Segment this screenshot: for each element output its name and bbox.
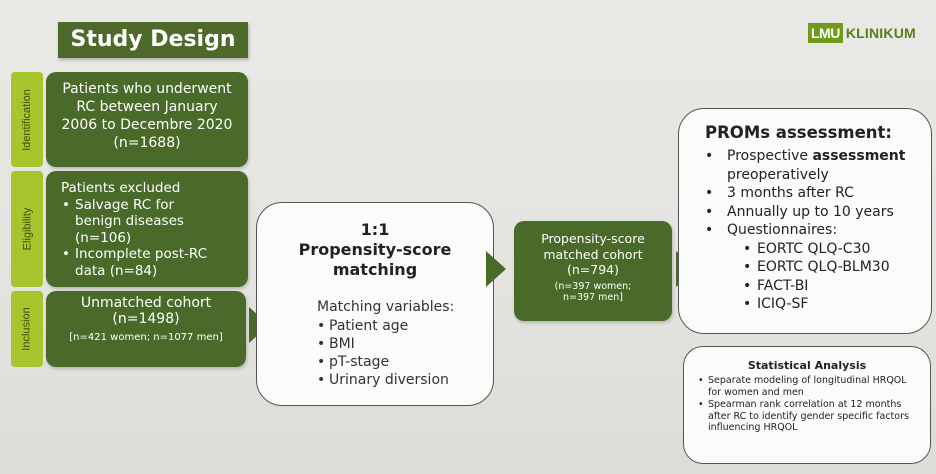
phase-label: Inclusion: [21, 307, 34, 351]
cohort-detail: [n=421 women; n=1077 men]: [69, 332, 223, 343]
list-item: EORTC QLQ-C30: [743, 240, 931, 259]
identification-box: Patients who underwent RC between Januar…: [46, 72, 248, 167]
list-item: Prospective assessment preoperatively: [705, 147, 931, 184]
list-item: BMI: [317, 335, 493, 353]
box-line: Patients who underwent: [62, 81, 232, 97]
exclusion-list: Salvage RC for benign diseases (n=106) I…: [61, 197, 240, 280]
list-item: 3 months after RC: [705, 184, 931, 203]
eligibility-box: Patients excluded Salvage RC for benign …: [46, 171, 248, 287]
matching-title: 1:1 Propensity-score matching: [298, 220, 452, 279]
stats-title: Statistical Analysis: [747, 359, 867, 372]
cohort-detail: (n=397 women; n=397 men]: [554, 280, 632, 304]
list-item: Incomplete post-RC data (n=84): [61, 246, 240, 279]
box-line: 2006 to Decembre 2020: [61, 117, 233, 133]
inclusion-box: Unmatched cohort (n=1498) [n=421 women; …: [46, 291, 246, 367]
box-line: (n=794): [566, 262, 619, 277]
box-line: Propensity-score: [541, 231, 645, 246]
phase-label: Identification: [21, 88, 34, 151]
list-item: Urinary diversion: [317, 371, 493, 389]
box-line: (n=1688): [113, 135, 181, 151]
lmu-klinikum-logo: LMU KLINIKUM: [808, 22, 916, 44]
list-item: Salvage RC for benign diseases (n=106): [61, 197, 240, 247]
statistical-analysis-box: Statistical Analysis Separate modeling o…: [683, 346, 931, 464]
logo-mark: LMU: [808, 23, 843, 43]
list-item: Patient age: [317, 317, 493, 335]
box-line: (n=1498): [112, 311, 180, 327]
matching-variables: Matching variables: Patient age BMI pT-s…: [317, 298, 493, 389]
box-line: Unmatched cohort: [80, 295, 212, 311]
phase-label: Eligibility: [21, 207, 34, 251]
box-line: matched cohort: [543, 246, 643, 262]
logo-text: KLINIKUM: [845, 25, 916, 41]
phase-eligibility: Eligibility: [11, 171, 43, 287]
page-title: Study Design: [58, 22, 248, 58]
phase-identification: Identification: [11, 72, 43, 167]
proms-list: Prospective assessment preoperatively 3 …: [705, 147, 931, 314]
eligibility-heading: Patients excluded: [61, 180, 181, 196]
list-item: Separate modeling of longitudinal HRQOL …: [696, 375, 918, 398]
proms-title: PROMs assessment:: [705, 123, 893, 142]
matched-cohort-box: Propensity-score matched cohort (n=794) …: [514, 221, 672, 321]
list-item: EORTC QLQ-BLM30: [743, 258, 931, 277]
list-item: Spearman rank correlation at 12 months a…: [696, 399, 918, 434]
questionnaire-list: EORTC QLQ-C30 EORTC QLQ-BLM30 FACT-BI IC…: [743, 240, 931, 314]
list-item: ICIQ-SF: [743, 295, 931, 314]
list-item: pT-stage: [317, 353, 493, 371]
matching-box: 1:1 Propensity-score matching Matching v…: [256, 202, 494, 406]
arrow-right-icon: [486, 251, 506, 287]
list-item: FACT-BI: [743, 277, 931, 296]
proms-box: PROMs assessment: Prospective assessment…: [678, 108, 932, 334]
list-item: Annually up to 10 years: [705, 203, 931, 222]
list-item: Questionnaires: EORTC QLQ-C30 EORTC QLQ-…: [705, 221, 931, 314]
variables-label: Matching variables:: [317, 299, 455, 315]
stats-list: Separate modeling of longitudinal HRQOL …: [696, 375, 918, 434]
phase-inclusion: Inclusion: [11, 291, 43, 367]
box-line: RC between January: [76, 99, 218, 115]
